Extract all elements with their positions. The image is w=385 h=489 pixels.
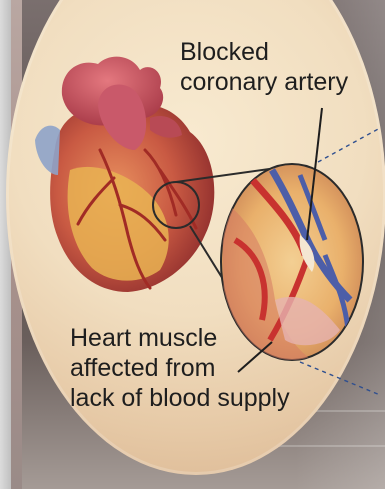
label-line: Blocked xyxy=(180,37,348,67)
label-line: coronary artery xyxy=(180,67,348,97)
label-line: affected from xyxy=(70,353,290,383)
heart-muscle-label: Heart muscle affected from lack of blood… xyxy=(70,323,290,413)
label-line: lack of blood supply xyxy=(70,383,290,413)
blocked-artery-label: Blocked coronary artery xyxy=(180,37,348,97)
label-line: Heart muscle xyxy=(70,323,290,353)
